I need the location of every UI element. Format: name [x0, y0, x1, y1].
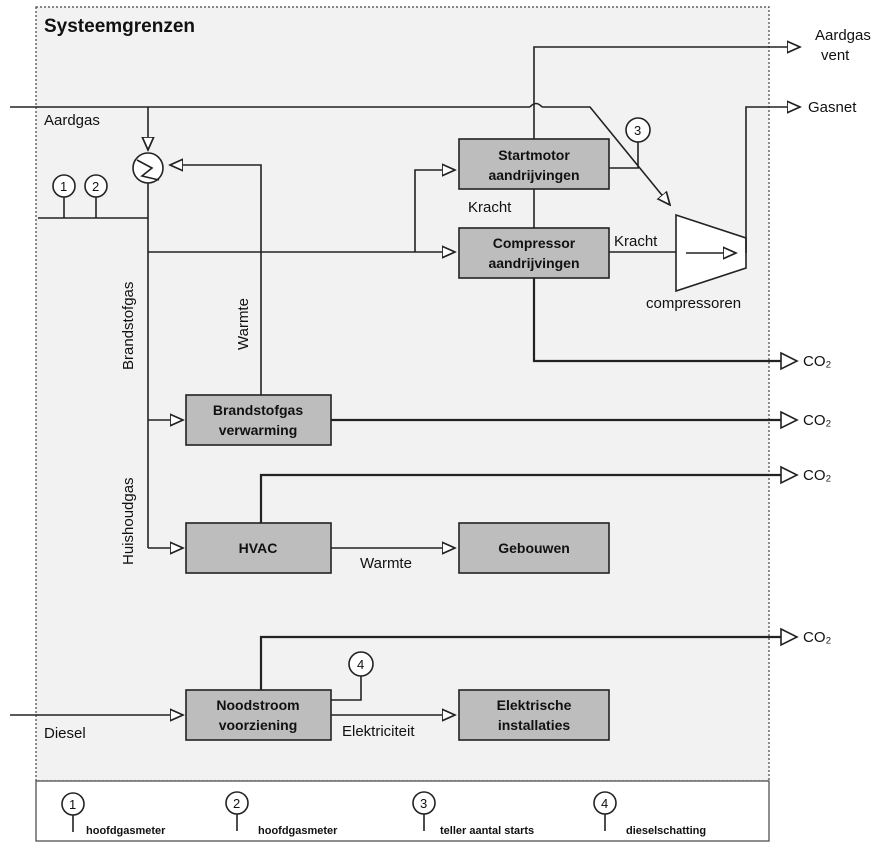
- vent-label-1: Aardgas: [815, 27, 871, 44]
- legend-box: [35, 780, 770, 842]
- svg-text:2: 2: [233, 796, 240, 811]
- co2-label-heater: CO₂: [803, 412, 832, 429]
- meter-4: 4: [331, 651, 374, 701]
- line-crossing: [529, 102, 543, 108]
- gasnet-label: Gasnet: [808, 99, 857, 116]
- fuel-to-startmotor-line: [414, 170, 455, 252]
- compressoren-label: compressoren: [646, 295, 741, 312]
- svg-text:1: 1: [69, 797, 76, 812]
- diesel-label: Diesel: [44, 725, 86, 742]
- brandstofgas-label-1: Brandstofgas: [213, 402, 303, 418]
- legend-text-3: teller aantal starts: [440, 825, 534, 837]
- legend-item-3: 3 teller aantal starts: [412, 791, 534, 837]
- elektrische-label-1: Elektrische: [497, 697, 572, 713]
- startmotor-label-2: aandrijvingen: [488, 167, 579, 183]
- gas-to-compressor-line: [542, 106, 670, 205]
- co2-label-noodstroom: CO₂: [803, 629, 832, 646]
- legend-text-1: hoofdgasmeter: [86, 825, 166, 837]
- co2-arrow-compressor: [780, 351, 799, 371]
- gebouwen-label: Gebouwen: [498, 540, 570, 556]
- elektriciteit-label: Elektriciteit: [342, 723, 415, 740]
- warmte-label: Warmte: [360, 555, 412, 572]
- noodstroom-label-2: voorziening: [219, 717, 298, 733]
- noodstroom-box: [185, 689, 332, 741]
- system-boundary: [35, 6, 770, 782]
- svg-text:4: 4: [357, 657, 364, 672]
- co2-arrow-hvac: [780, 465, 799, 485]
- co2-label-hvac: CO₂: [803, 467, 832, 484]
- co2-line-noodstroom: [259, 635, 793, 690]
- warmte-vertical-label: Warmte: [235, 298, 252, 350]
- elektrische-installaties-box: [458, 689, 610, 741]
- co2-line-hvac: [259, 473, 793, 523]
- legend-text-2: hoofdgasmeter: [258, 825, 338, 837]
- diagram-title: Systeemgrenzen: [44, 16, 195, 37]
- gebouwen-box: [458, 522, 610, 574]
- meter-2: 2: [84, 174, 108, 218]
- svg-text:1: 1: [60, 179, 67, 194]
- warmte-return-line: [170, 165, 262, 395]
- heat-exchanger: [132, 152, 164, 184]
- heat-exchanger-coil: [136, 159, 160, 181]
- huishoudgas-vertical-label: Huishoudgas: [120, 477, 137, 565]
- aardgas-label: Aardgas: [44, 112, 100, 129]
- svg-text:3: 3: [634, 123, 641, 138]
- brandstofgas-verwarming-box: [185, 394, 332, 446]
- hvac-box: [185, 522, 332, 574]
- co2-arrow-noodstroom: [780, 627, 799, 647]
- compressor-label-1: Compressor: [493, 235, 576, 251]
- compressor-label-2: aandrijvingen: [488, 255, 579, 271]
- brandstofgas-vertical-label: Brandstofgas: [120, 282, 137, 370]
- legend-text-4: dieselschatting: [626, 825, 706, 837]
- co2-arrow-heater: [780, 410, 799, 430]
- co2-label-compressor: CO₂: [803, 353, 832, 370]
- gasnet-line: [745, 107, 800, 253]
- brandstofgas-label-2: verwarming: [219, 422, 298, 438]
- kracht-label-startmotor: Kracht: [468, 199, 512, 216]
- hvac-label: HVAC: [239, 540, 278, 556]
- legend-item-4: 4 dieselschatting: [593, 791, 706, 837]
- co2-line-compressor: [532, 278, 793, 363]
- noodstroom-label-1: Noodstroom: [216, 697, 299, 713]
- compressor-box: [458, 227, 610, 279]
- startmotor-label-1: Startmotor: [498, 147, 570, 163]
- svg-text:2: 2: [92, 179, 99, 194]
- meter-3: 3: [609, 117, 651, 169]
- svg-text:4: 4: [601, 796, 608, 811]
- vent-line: [533, 47, 800, 139]
- elektrische-label-2: installaties: [498, 717, 571, 733]
- vent-label-2: vent: [821, 47, 850, 64]
- kracht-label-compressor: Kracht: [614, 233, 658, 250]
- legend-item-1: 1 hoofdgasmeter: [61, 792, 166, 837]
- meter-1: 1: [52, 174, 76, 218]
- legend-item-2: 2 hoofdgasmeter: [225, 791, 338, 837]
- svg-text:3: 3: [420, 796, 427, 811]
